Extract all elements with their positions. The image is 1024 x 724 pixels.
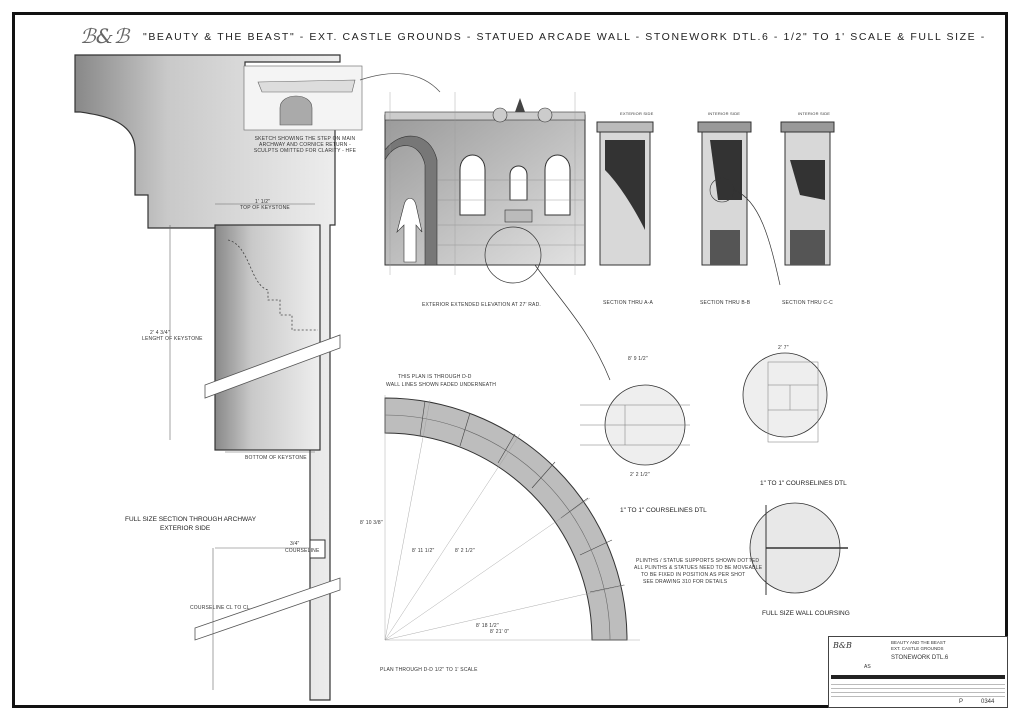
sheet-title: "BEAUTY & THE BEAST" - EXT. CASTLE GROUN… (143, 31, 986, 43)
section-c-note: INTERIOR SIDE (798, 111, 831, 116)
section-a-label: SECTION THRU A-A (603, 300, 654, 306)
title-block-sheet: P (959, 699, 964, 705)
section-b-note: INTERIOR SIDE (708, 111, 741, 116)
elevation-label: EXTERIOR EXTENDED ELEVATION AT 27' RAD. (422, 302, 541, 308)
courseline-cl-label: COURSELINE CL TO CL (190, 605, 250, 611)
plan-note-2: WALL LINES SHOWN FADED UNDERNEATH (386, 382, 497, 388)
bottom-keystone-label: BOTTOM OF KEYSTONE (245, 455, 307, 461)
plinth-note: PLINTHS / STATUE SUPPORTS SHOWN DOTTED (636, 558, 760, 564)
section-c-label: SECTION THRU C-C (782, 300, 833, 306)
wall-coursing-label: FULL SIZE WALL COURSING (762, 610, 850, 617)
courseline-dim: 3/4" (290, 541, 300, 547)
title-block-logo: B&B (833, 641, 852, 650)
section-a-note: EXTERIOR SIDE (620, 111, 654, 116)
exterior-elevation (384, 92, 611, 381)
detail-circles (580, 352, 848, 595)
title-block-scale: AS (864, 664, 871, 670)
title-block-production: BEAUTY AND THE BEAST (891, 640, 946, 645)
sections (596, 121, 835, 286)
dim-length-keystone: 2' 4 3/4" (150, 330, 170, 336)
plan-dim: 8' 2 1/2" (455, 548, 475, 554)
logo: ℬ&ℬ (80, 24, 130, 48)
archway-sketch (243, 65, 441, 131)
courseline-label: COURSELINE (285, 548, 320, 554)
dim-top-keystone: 1' 1/2" (255, 199, 271, 205)
plan-dim: 8' 18 1/2" (476, 623, 499, 629)
plinth-note: TO BE FIXED IN POSITION AS PER SHOT (641, 572, 746, 578)
plinth-note: ALL PLINTHS & STATUES NEED TO BE MOVEABL… (634, 565, 763, 571)
title-block: B&B BEAUTY AND THE BEAST EXT. CASTLE GRO… (828, 636, 1008, 708)
detail-dim-b: 2' 2 1/2" (630, 472, 650, 478)
full-section-title: FULL SIZE SECTION THROUGH ARCHWAY (125, 516, 257, 523)
title-block-drawing: STONEWORK DTL.6 (891, 655, 949, 661)
plan-dim: 8' 21' 0" (490, 629, 510, 635)
plan-arc (384, 395, 640, 641)
top-keystone-label: TOP OF KEYSTONE (240, 205, 290, 211)
plan-note-1: THIS PLAN IS THROUGH D-D (398, 374, 472, 380)
section-b-label: SECTION THRU B-B (700, 300, 751, 306)
sketch-note: SKETCH SHOWING THE STEP ON MAIN ARCHWAY … (253, 136, 357, 154)
keystone (214, 224, 321, 451)
full-section-subtitle: EXTERIOR SIDE (160, 525, 211, 532)
title-block-set: EXT. CASTLE GROUNDS (891, 646, 944, 651)
plan-label: PLAN THROUGH D-D 1/2" TO 1' SCALE (380, 667, 478, 673)
plan-dim: 8' 10 3/8" (360, 520, 383, 526)
full-size-section (74, 54, 341, 701)
courselines-detail-2: 1" TO 1" COURSELINES DTL (760, 480, 847, 487)
detail-dim-c: 2' 7" (778, 345, 789, 351)
detail-dim-a: 8' 9 1/2" (628, 356, 648, 362)
plinth-note: SEE DRAWING 310 FOR DETAILS (643, 579, 728, 585)
courselines-detail-1: 1" TO 1" COURSELINES DTL (620, 507, 707, 514)
title-block-number: 0344 (981, 699, 995, 705)
drawing-frame (12, 12, 1008, 708)
plan-dim: 8' 11 1/2" (412, 548, 435, 554)
length-keystone-label: LENGHT OF KEYSTONE (142, 336, 203, 342)
